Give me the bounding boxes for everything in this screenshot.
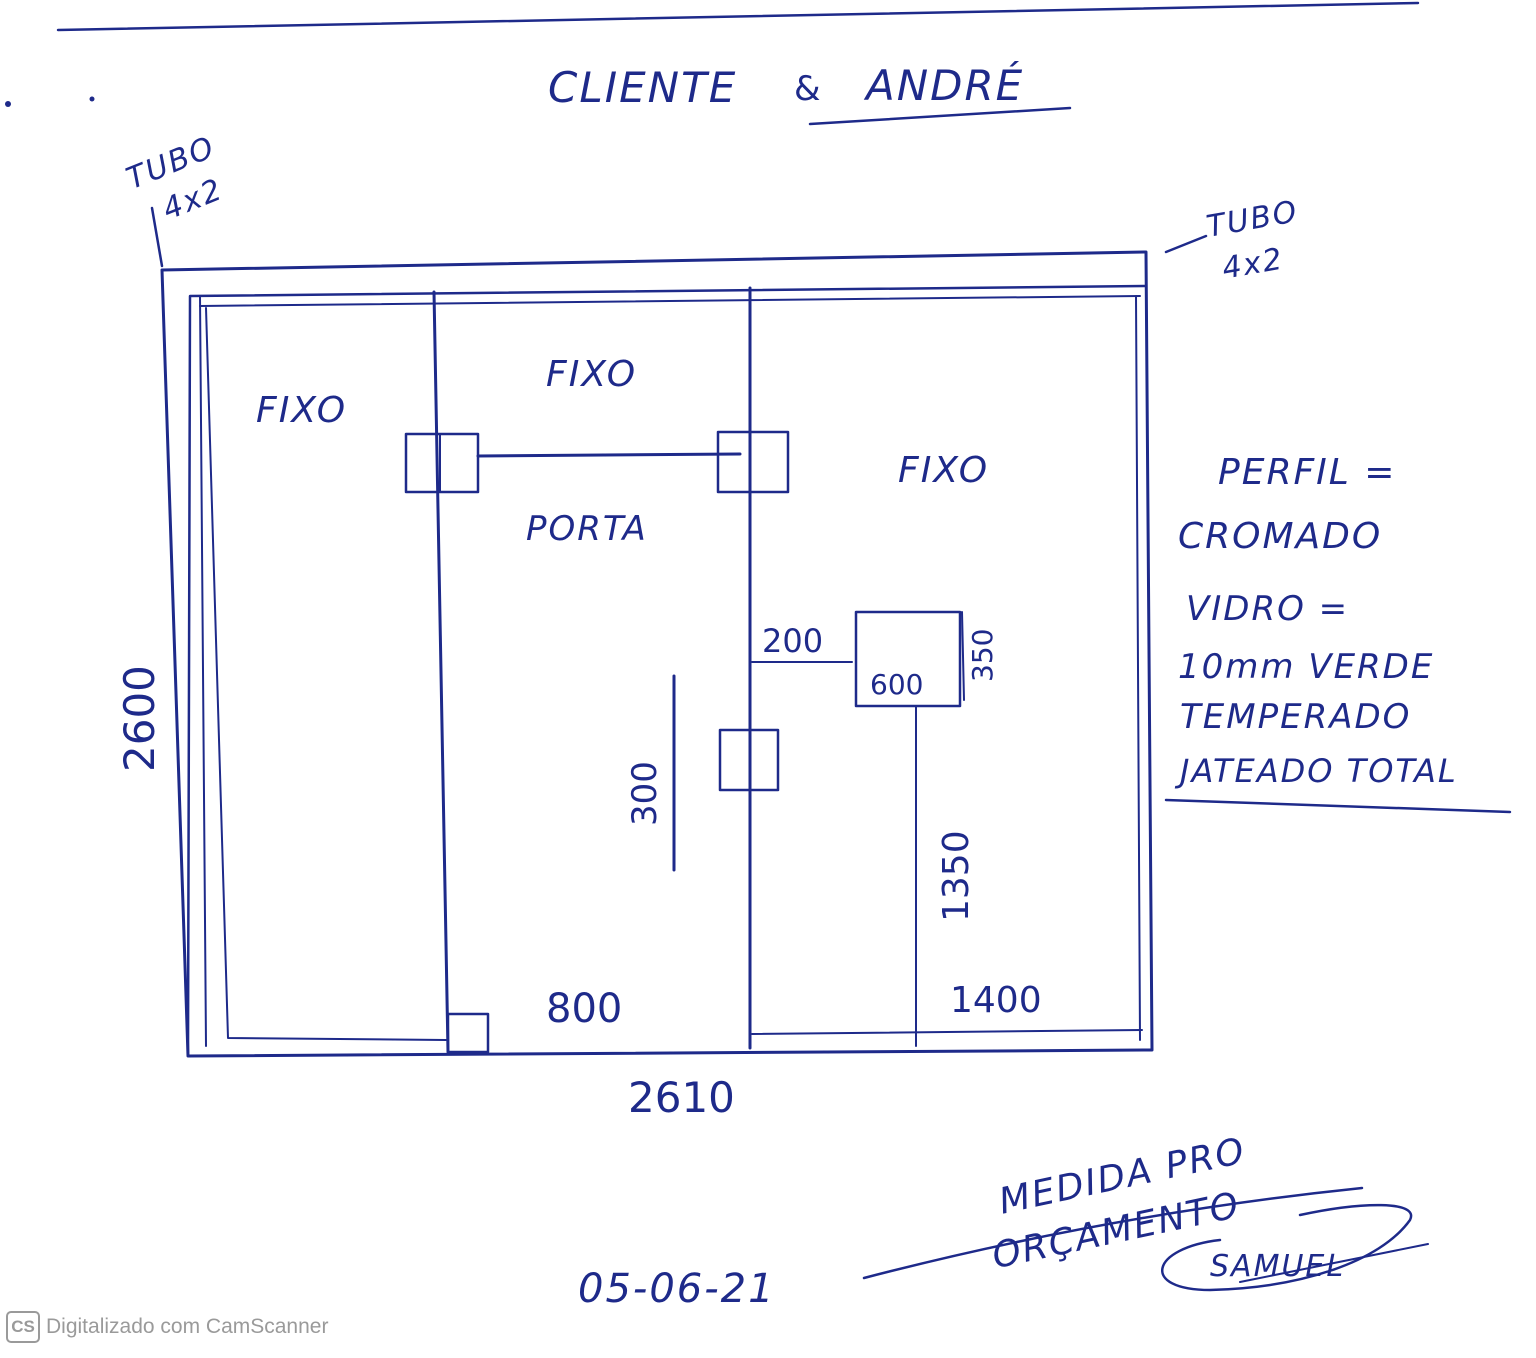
vidro-type: TEMPERADO [1180, 697, 1411, 737]
budget-underline [862, 1186, 1364, 1280]
height-dimension: 2600 [115, 665, 164, 772]
left-panel-channel [205, 307, 447, 1041]
client-name: ANDRÉ [863, 60, 1024, 110]
door-label: PORTA [526, 509, 648, 549]
tube-right-size: 4x2 [1220, 241, 1287, 286]
profile-right [1135, 295, 1141, 1041]
lock-floor-height-label: 1350 [936, 830, 977, 922]
handle-length-label: 300 [625, 761, 665, 826]
profile-left [199, 295, 207, 1047]
tube-left-label: TUBO 4x2 [122, 130, 229, 228]
ink-dot [5, 101, 11, 107]
tube-right-name: TUBO [1204, 194, 1301, 245]
tube-inner-edge [186, 284, 1148, 1058]
floor-pivot-fitting [446, 1012, 490, 1054]
signature-flourish [1161, 1203, 1413, 1292]
profile-top [199, 295, 1141, 307]
door-top-edge [476, 452, 742, 458]
right-panel-channel [751, 1029, 1143, 1035]
mid-fitting [718, 728, 780, 792]
camscanner-text: Digitalizado com CamScanner [46, 1315, 329, 1338]
lock-height-line [961, 611, 965, 701]
camscanner-watermark: CS Digitalizado com CamScanner [6, 1311, 328, 1343]
notes-underline [1164, 798, 1512, 814]
perfil-value: CROMADO [1178, 516, 1382, 557]
vidro-label: VIDRO = [1186, 589, 1349, 629]
panel-top-label: FIXO [546, 354, 637, 395]
sketch-date: 05-06-21 [578, 1266, 776, 1312]
top-rule-line [56, 1, 1420, 32]
vidro-finish: JATEADO TOTAL [1174, 752, 1458, 790]
lock-height-label: 350 [966, 629, 999, 682]
outer-frame [160, 250, 1154, 1058]
width-dimension: 2610 [628, 1073, 735, 1122]
camscanner-logo-icon: CS [6, 1311, 40, 1343]
top-left-fitting [404, 432, 480, 494]
lock-offset-label: 200 [762, 622, 823, 660]
client-label: CLIENTE [548, 63, 737, 112]
client-name-underline [808, 106, 1072, 126]
door-width-dimension: 800 [546, 986, 622, 1032]
ink-dot [89, 96, 95, 102]
panel-right-label: FIXO [898, 450, 989, 491]
panel-left-label: FIXO [256, 390, 347, 431]
perfil-label: PERFIL = [1218, 452, 1396, 493]
lock-width-label: 600 [870, 668, 923, 701]
vidro-thickness-color: 10mm VERDE [1178, 647, 1434, 687]
top-right-fitting [716, 430, 790, 494]
tube-right-leader [1164, 234, 1208, 254]
client-connector: & [794, 69, 821, 109]
signature: SAMUEL [1210, 1249, 1345, 1284]
signature-underline [1239, 1243, 1429, 1283]
tube-left-leader [150, 206, 164, 268]
divider-left-panel [432, 290, 450, 1054]
lock-box [854, 610, 962, 708]
right-width-dimension: 1400 [950, 980, 1042, 1021]
tube-right-label: TUBO 4x2 [1204, 194, 1301, 286]
